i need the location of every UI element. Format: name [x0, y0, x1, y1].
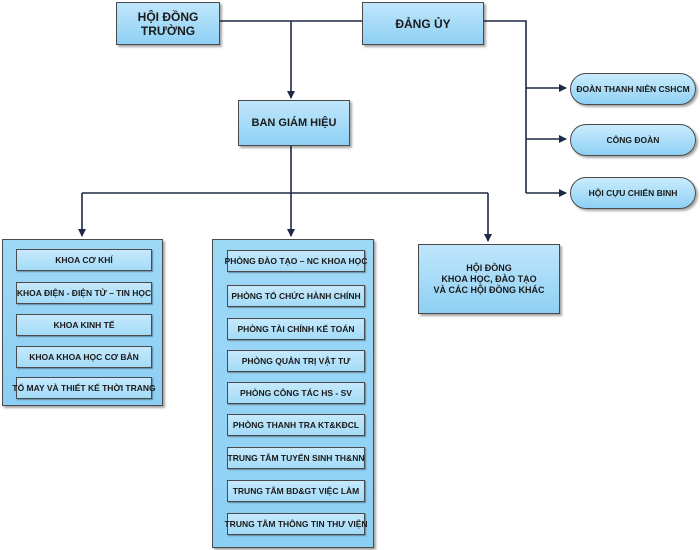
council-line-2: KHOA HỌC, ĐÀO TẠO [441, 273, 537, 284]
council-line-1: HỘI ĐỒNG [466, 262, 512, 273]
faculty-item: KHOA KINH TẾ [16, 314, 152, 336]
dang-uy-right-trunk [484, 20, 527, 193]
council-line-3: VÀ CÁC HỘI ĐỒNG KHÁC [433, 284, 545, 295]
office-item: PHÒNG THANH TRA KT&KĐCL [227, 414, 365, 436]
office-item: PHÒNG QUẢN TRỊ VẬT TƯ [227, 350, 365, 372]
faculty-item: TỔ MAY VÀ THIẾT KẾ THỜI TRANG [12, 377, 156, 399]
hoi-cuu-chien-binh-box: HỘI CỰU CHIẾN BINH [570, 177, 696, 209]
office-item: PHÒNG TỔ CHỨC HÀNH CHÍNH [227, 285, 365, 307]
doan-thanh-nien-box: ĐOÀN THANH NIÊN CSHCM [570, 73, 696, 105]
office-item: PHÒNG ĐÀO TẠO – NC KHOA HỌC [225, 250, 367, 272]
office-item: PHÒNG CÔNG TÁC HS - SV [227, 382, 365, 404]
faculty-item: KHOA KHOA HỌC CƠ BẢN [16, 346, 152, 368]
offices-panel: PHÒNG ĐÀO TẠO – NC KHOA HỌC PHÒNG TỔ CHỨ… [212, 239, 374, 548]
faculty-item: KHOA ĐIỆN - ĐIỆN TỬ – TIN HỌC [16, 282, 152, 304]
faculties-panel: KHOA CƠ KHÍ KHOA ĐIỆN - ĐIỆN TỬ – TIN HỌ… [2, 239, 163, 406]
cong-doan-box: CÔNG ĐOÀN [570, 124, 696, 156]
office-item: TRUNG TÂM TUYỂN SINH TH&NN [227, 447, 365, 469]
faculty-item: KHOA CƠ KHÍ [16, 249, 152, 271]
office-item: PHÒNG TÀI CHÍNH KẾ TOÁN [227, 318, 365, 340]
office-item: TRUNG TÂM THÔNG TIN THƯ VIỆN [224, 513, 368, 535]
ban-giam-hieu-box: BAN GIÁM HIỆU [238, 100, 350, 146]
council-box: HỘI ĐỒNG KHOA HỌC, ĐÀO TẠO VÀ CÁC HỘI ĐỒ… [418, 244, 560, 314]
hoi-dong-truong-box: HỘI ĐỒNG TRƯỜNG [116, 2, 220, 45]
dang-uy-box: ĐẢNG ỦY [362, 2, 484, 45]
office-item: TRUNG TÂM BD&GT VIỆC LÀM [227, 480, 365, 502]
